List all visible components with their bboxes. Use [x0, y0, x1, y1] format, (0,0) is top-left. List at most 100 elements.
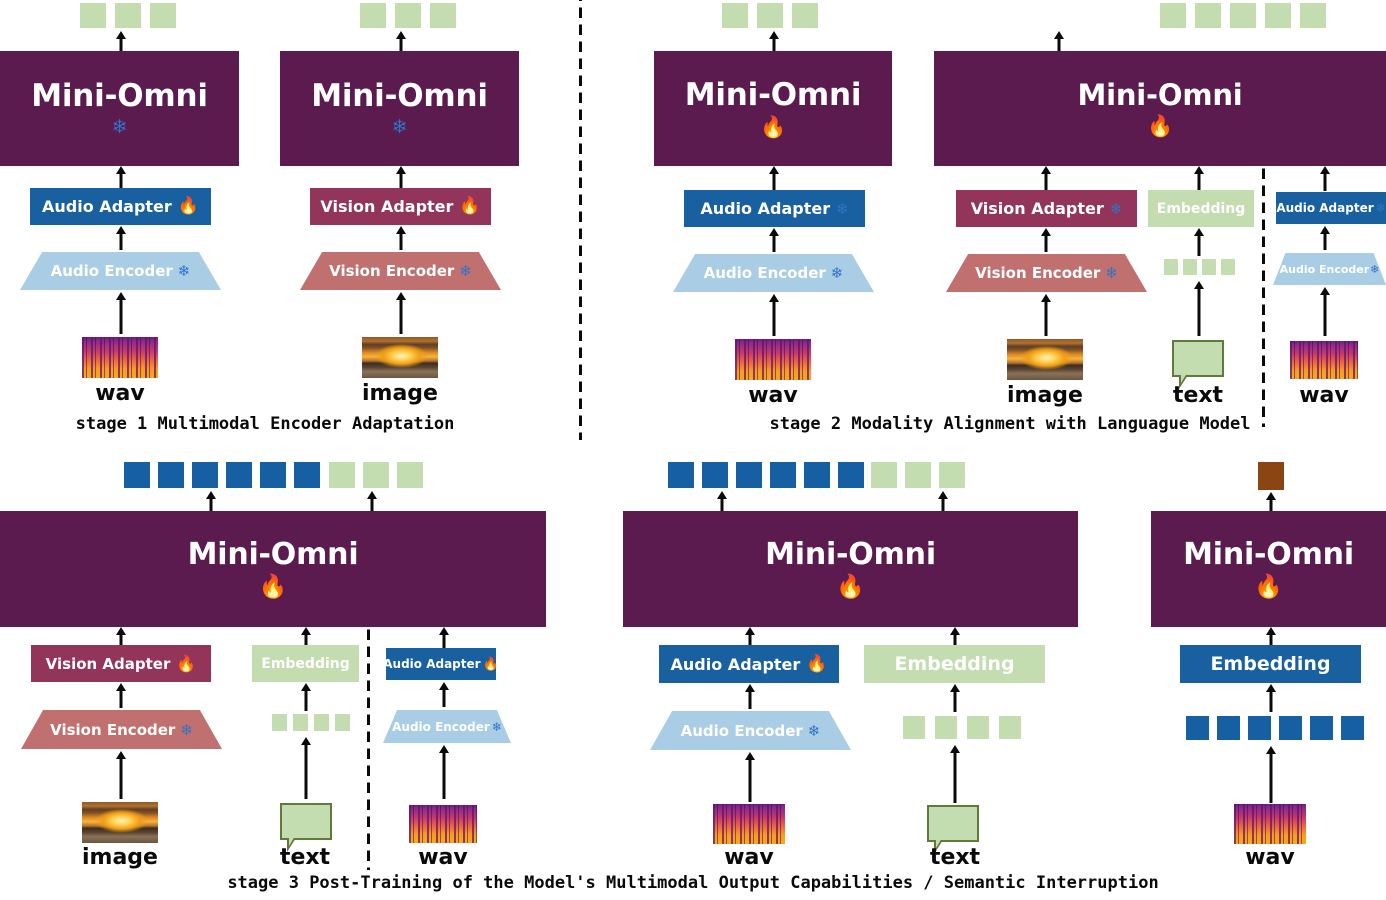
s1-vision-output-tokens — [360, 3, 456, 28]
s2-multi-embedding: Embedding — [1148, 190, 1254, 227]
s3-audiotext-omni-block: Mini-Omni 🔥 — [623, 511, 1078, 627]
s1-audio-omni-block: Mini-Omni ❄ — [0, 51, 239, 166]
image-photo-thumbnail — [1007, 339, 1083, 380]
wav-spectrogram-thumbnail — [1234, 804, 1306, 844]
s1-vision-input-caption: image — [362, 381, 438, 406]
s3-multi-omni-block: Mini-Omni 🔥 — [0, 511, 546, 627]
trainable-flame-icon: 🔥 — [176, 653, 197, 673]
s3-multi-embedding: Embedding — [252, 645, 359, 682]
embedding-label: Embedding — [1156, 200, 1246, 217]
trainable-flame-icon: 🔥 — [459, 196, 481, 216]
frozen-snowflake-icon: ❄ — [1109, 199, 1123, 218]
s2-multi-audio-encoder: Audio Encoder ❄ — [1273, 253, 1386, 285]
encoder-label: Audio Encoder — [392, 719, 490, 734]
s1-vision-omni-block: Mini-Omni ❄ — [280, 51, 519, 166]
s3-audiotext-text-caption: text — [929, 845, 981, 870]
s2-multi-vision-adapter: Vision Adapter ❄ — [956, 190, 1137, 227]
s2-multi-arrow-vision-adapter-to-omni — [1040, 166, 1051, 191]
s1-audio-input-caption: wav — [95, 381, 145, 406]
text-speech-bubble-icon — [927, 805, 979, 855]
trainable-flame-icon: 🔥 — [1254, 573, 1283, 600]
s2-audio-arrow-input-to-encoder — [768, 294, 779, 336]
s2-multi-audio-adapter: Audio Adapter ❄ — [1276, 192, 1386, 224]
s2-audio-arrow-omni-out — [768, 31, 779, 52]
wav-spectrogram-thumbnail — [1290, 341, 1358, 379]
omni-title: Mini-Omni — [765, 536, 936, 572]
encoder-label: Vision Encoder — [50, 720, 176, 739]
embedding-label: Embedding — [1210, 653, 1331, 675]
adapter-label: Vision Adapter — [45, 654, 171, 673]
s2-multi-arrow-audio-encoder-to-adapter — [1319, 226, 1330, 250]
s2-multi-text-tokens — [1164, 259, 1235, 275]
s3-multi-arrow-text-to-tokens — [300, 737, 311, 799]
s3-audiotext-arrow-omni-out-green — [937, 491, 948, 513]
trainable-flame-icon: 🔥 — [760, 114, 786, 139]
s1-vision-arrow-input-to-encoder — [395, 292, 406, 334]
adapter-label: Audio Adapter — [1276, 201, 1374, 215]
frozen-snowflake-icon: ❄ — [459, 262, 472, 280]
adapter-label: Audio Adapter — [670, 654, 801, 674]
s2-multi-image-caption: image — [1007, 383, 1083, 408]
trainable-flame-icon: 🔥 — [1147, 113, 1173, 138]
adapter-label: Audio Adapter — [42, 197, 172, 216]
s3-audiotext-audio-adapter: Audio Adapter 🔥 — [659, 645, 839, 683]
s2-audio-arrow-encoder-to-adapter — [768, 228, 779, 252]
s3-audiotext-embedding: Embedding — [864, 645, 1045, 683]
s1-audio-output-tokens — [80, 3, 176, 28]
image-photo-thumbnail — [82, 802, 158, 843]
s3-audiotext-arrow-embedding-to-omni — [949, 627, 960, 652]
frozen-snowflake-icon: ❄ — [807, 721, 821, 740]
s3-multi-arrow-texttokens-to-embedding — [300, 683, 311, 711]
embedding-label: Embedding — [261, 655, 350, 672]
omni-title: Mini-Omni — [1183, 536, 1354, 572]
s3-interrupt-embedding: Embedding — [1180, 645, 1361, 683]
s1-vision-adapter: Vision Adapter 🔥 — [310, 188, 491, 225]
omni-title: Mini-Omni — [187, 536, 359, 572]
stage-2-caption: stage 2 Modality Alignment with Languagu… — [769, 414, 1251, 434]
s2-multi-text-caption: text — [1172, 383, 1224, 408]
s2-multi-arrow-text-to-tokens — [1193, 281, 1204, 336]
s3-interrupt-audio-tokens — [1186, 716, 1364, 740]
s3-audiotext-wav-caption: wav — [724, 845, 774, 870]
wav-spectrogram-thumbnail — [735, 339, 811, 380]
s3-interrupt-arrow-wav-to-tokens — [1265, 746, 1276, 803]
s3-multi-arrow-audio-encoder-to-adapter — [438, 682, 449, 707]
embedding-label: Embedding — [894, 653, 1015, 675]
s3-interrupt-output-token-brown — [1258, 462, 1284, 490]
trainable-flame-icon: 🔥 — [177, 196, 199, 216]
s1-vision-arrow-adapter-to-omni — [395, 166, 406, 189]
s3-interrupt-arrow-omni-out — [1265, 492, 1276, 514]
s3-audiotext-audio-encoder: Audio Encoder ❄ — [650, 711, 851, 750]
s3-audiotext-arrow-wav-to-encoder — [744, 752, 755, 802]
omni-title: Mini-Omni — [1077, 77, 1243, 112]
s3-audiotext-output-tokens-green — [871, 462, 965, 488]
frozen-snowflake-icon: ❄ — [111, 115, 128, 138]
s2-multi-arrow-image-to-encoder — [1040, 294, 1051, 336]
stage-3-caption: stage 3 Post-Training of the Model's Mul… — [227, 873, 1159, 893]
text-speech-bubble-icon — [280, 803, 332, 853]
frozen-snowflake-icon: ❄ — [180, 720, 193, 739]
encoder-label: Audio Encoder — [680, 721, 803, 740]
s3-multi-output-tokens-blue — [124, 462, 320, 488]
s3-audiotext-arrow-text-to-tokens — [949, 745, 960, 803]
s3-multi-audio-encoder: Audio Encoder ❄ — [383, 710, 511, 743]
s1-vision-arrow-encoder-to-adapter — [395, 226, 406, 250]
adapter-label: Audio Adapter — [383, 657, 481, 671]
s3-multi-vision-encoder: Vision Encoder ❄ — [21, 710, 222, 749]
s2-audio-output-tokens — [722, 3, 818, 28]
wav-spectrogram-thumbnail — [409, 805, 477, 843]
trainable-flame-icon: 🔥 — [806, 653, 828, 674]
s2-multi-arrow-embedding-to-omni — [1193, 166, 1204, 191]
s3-interrupt-wav-caption: wav — [1245, 845, 1295, 870]
s3-multi-audio-adapter: Audio Adapter 🔥 — [383, 648, 499, 680]
s2-multi-arrow-wav-to-encoder — [1319, 287, 1330, 336]
s3-multi-arrow-wav-to-encoder — [438, 745, 449, 799]
stage2-inner-divider — [1262, 165, 1265, 427]
frozen-snowflake-icon: ❄ — [391, 115, 408, 138]
wav-spectrogram-thumbnail — [713, 804, 785, 844]
adapter-label: Audio Adapter — [700, 199, 831, 218]
encoder-label: Vision Encoder — [975, 264, 1101, 282]
adapter-label: Vision Adapter — [970, 199, 1104, 218]
frozen-snowflake-icon: ❄ — [1105, 264, 1118, 282]
s3-audiotext-arrow-audio-encoder-to-adapter — [744, 684, 755, 709]
